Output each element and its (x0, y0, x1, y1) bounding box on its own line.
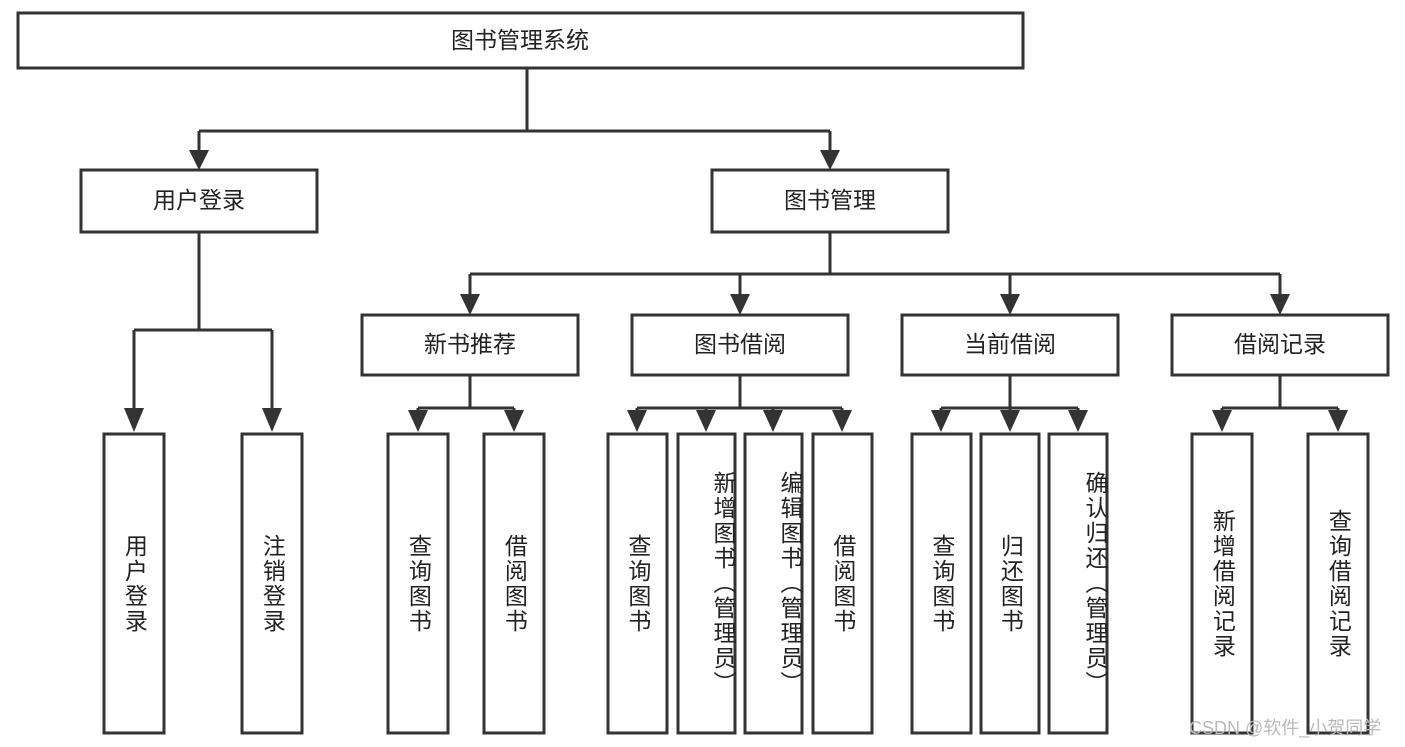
arrow-to-current-borrow (1000, 294, 1020, 315)
node-current-borrow-label: 当前借阅 (964, 331, 1056, 357)
arrow-leaf-query-record (1328, 410, 1348, 432)
node-leaf-add-book-box[interactable] (676, 432, 737, 735)
arrow-leaf-return-book (1000, 410, 1020, 432)
node-book-manage-box[interactable] (710, 168, 950, 234)
arrow-to-book-manage (820, 150, 840, 170)
arrow-leaf-query-book-3 (931, 410, 951, 432)
node-leaf-borrow-book-2-box[interactable] (811, 432, 874, 735)
node-new-book-rec[interactable]: 新书推荐 (360, 313, 580, 377)
node-root[interactable]: 图书管理系统 (16, 11, 1025, 70)
arrow-leaf-borrow-book-2 (832, 410, 852, 432)
arrow-leaf-query-book-2 (627, 410, 647, 432)
connectors (124, 68, 1348, 432)
node-leaf-return-book-box[interactable] (979, 432, 1041, 735)
node-current-borrow-box[interactable] (900, 313, 1120, 377)
node-root-box[interactable] (16, 11, 1025, 70)
arrow-to-new-book-rec (460, 294, 480, 315)
node-borrow-record[interactable]: 借阅记录 (1170, 313, 1390, 377)
node-root-label: 图书管理系统 (451, 27, 589, 53)
node-leaf-confirm-return-box[interactable] (1047, 432, 1109, 735)
node-leaf-query-record-box[interactable] (1306, 432, 1370, 735)
node-leaf-add-record-box[interactable] (1190, 432, 1254, 735)
node-borrow-record-box[interactable] (1170, 313, 1390, 377)
arrow-leaf-add-book (696, 410, 716, 432)
arrow-leaf-confirm-return (1068, 410, 1088, 432)
node-leaf-query-book-2-box[interactable] (606, 432, 669, 735)
node-leaf-user-login-box[interactable] (102, 432, 166, 735)
node-leaf-query-book-1-box[interactable] (386, 432, 450, 735)
node-book-manage-label: 图书管理 (784, 187, 876, 213)
arrow-leaf-add-record (1212, 410, 1232, 432)
arrow-to-book-borrow (730, 294, 750, 315)
leaf-boxes (102, 432, 1370, 735)
arrow-leaf-borrow-book-1 (504, 410, 524, 432)
arrow-leaf-user-logout (262, 408, 282, 432)
arrow-to-borrow-record (1270, 294, 1290, 315)
arrow-to-user-login (189, 150, 209, 170)
node-book-borrow[interactable]: 图书借阅 (630, 313, 850, 377)
arrow-leaf-user-login (124, 408, 144, 432)
node-borrow-record-label: 借阅记录 (1234, 331, 1326, 357)
node-book-borrow-label: 图书借阅 (694, 331, 786, 357)
node-leaf-query-book-3-box[interactable] (910, 432, 973, 735)
node-new-book-rec-label: 新书推荐 (424, 331, 516, 357)
node-user-login-label: 用户登录 (153, 187, 245, 213)
node-user-login[interactable]: 用户登录 (79, 168, 319, 234)
node-leaf-user-logout-box[interactable] (240, 432, 304, 735)
node-book-manage[interactable]: 图书管理 (710, 168, 950, 234)
node-book-borrow-box[interactable] (630, 313, 850, 377)
csdn-watermark: CSDN @软件_小贺同学 (1189, 718, 1382, 738)
node-current-borrow[interactable]: 当前借阅 (900, 313, 1120, 377)
node-leaf-borrow-book-1-box[interactable] (482, 432, 546, 735)
node-leaf-edit-book-box[interactable] (743, 432, 804, 735)
node-new-book-rec-box[interactable] (360, 313, 580, 377)
node-user-login-box[interactable] (79, 168, 319, 234)
arrow-leaf-query-book-1 (408, 410, 428, 432)
arrow-leaf-edit-book (763, 410, 783, 432)
